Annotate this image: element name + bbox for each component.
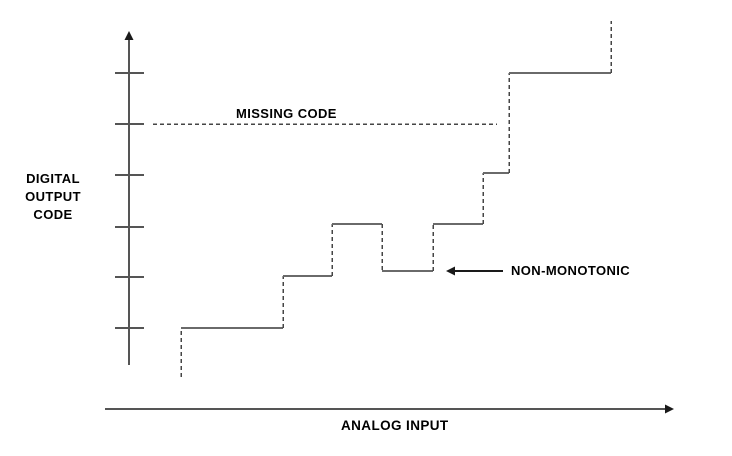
x-axis-arrowhead (665, 404, 674, 414)
y-axis-label: DIGITAL OUTPUT CODE (25, 171, 81, 222)
non-monotonic-label: NON-MONOTONIC (511, 263, 631, 278)
x-axis-label: ANALOG INPUT (341, 418, 449, 433)
y-axis-arrowhead (124, 31, 134, 40)
missing-code-label: MISSING CODE (236, 106, 337, 121)
non-monotonic-arrowhead (446, 266, 455, 276)
